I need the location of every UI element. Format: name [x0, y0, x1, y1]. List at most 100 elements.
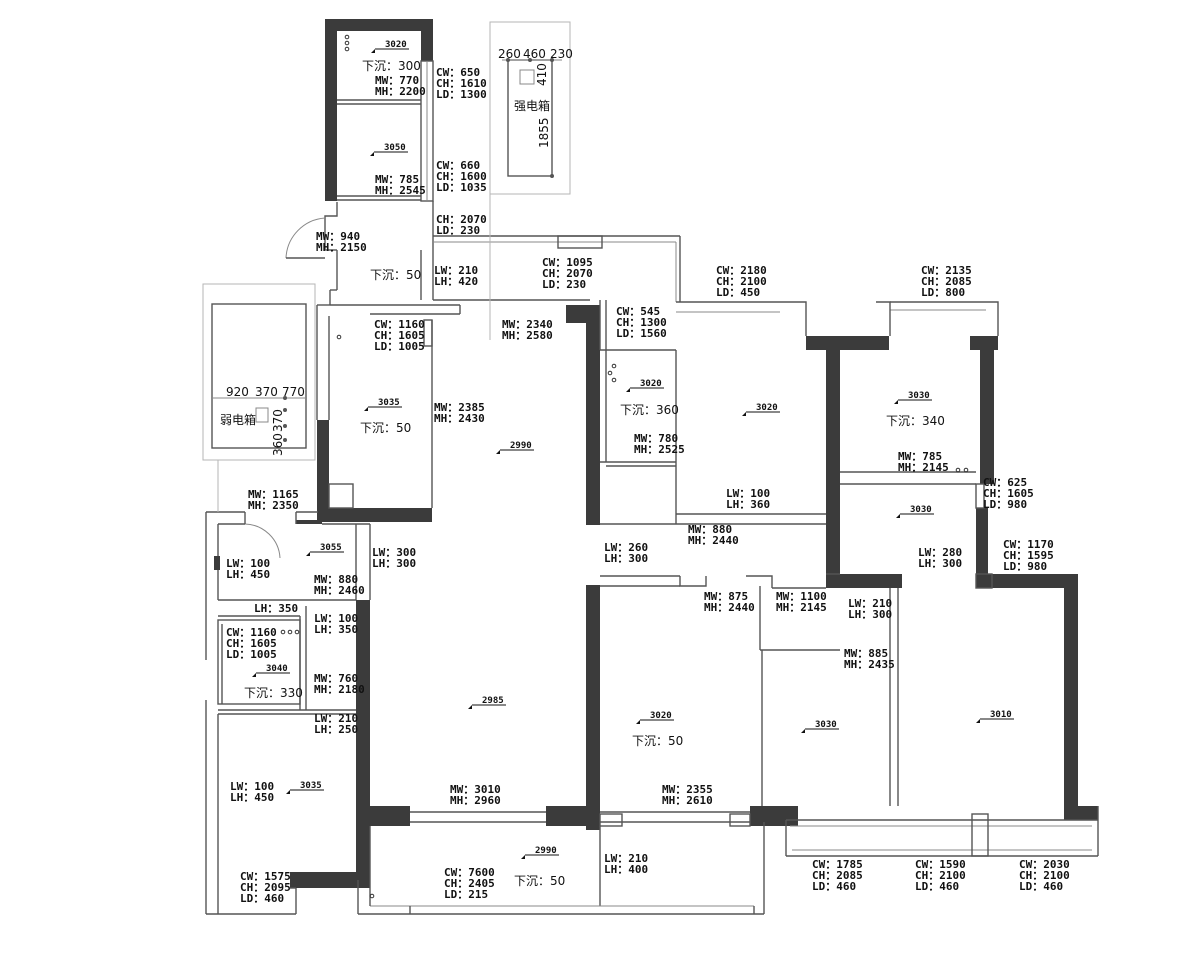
- annotation-line: LH：300: [604, 552, 648, 565]
- annotation-line: LD：230: [436, 224, 480, 237]
- annotation-line: LW：210: [434, 264, 478, 277]
- annotation-line: MW：1100: [776, 590, 827, 603]
- annotation-line: LW：100: [230, 780, 274, 793]
- annotation-line: CW：660: [436, 159, 480, 172]
- annotation-line: LD：980: [1003, 560, 1047, 573]
- annotation-line: LW：280: [918, 546, 962, 559]
- annotation-line: MW：760: [314, 672, 358, 685]
- wall: [421, 19, 433, 61]
- annotation-line: LH：350: [314, 623, 358, 636]
- partitions: [205, 60, 1099, 915]
- annotation-line: LD：460: [1019, 880, 1063, 893]
- annotation-line: CH：2100: [1019, 869, 1070, 882]
- ceiling-height-label: 3020: [756, 403, 778, 413]
- floor-sink-label: 下沉：50: [514, 874, 565, 888]
- annotation-note: 下沉：50: [370, 268, 421, 282]
- strong-electric-box: 260 460 230 410 1855 强电箱: [498, 47, 573, 148]
- ceiling-height-label: 3010: [990, 710, 1012, 720]
- annotation-line: MW：885: [844, 647, 888, 660]
- annotation-line: LW：100: [226, 557, 270, 570]
- floor-sink-label: 下沉：330: [244, 686, 303, 700]
- door-width-label: MW：785: [375, 173, 419, 186]
- level-marker-icon: [370, 152, 374, 156]
- annotation-line: CW：1575: [240, 870, 291, 883]
- annotation-line: CW：1170: [1003, 538, 1054, 551]
- annotation-line: LW：210: [848, 597, 892, 610]
- annotation-line: LH：350: [254, 602, 298, 615]
- annotation-line: MH：2580: [502, 329, 553, 342]
- floor-sink-label: 下沉：300: [362, 59, 421, 73]
- door-height-label: MH：2200: [375, 85, 426, 98]
- annotation-line: MW：2340: [502, 318, 553, 331]
- annotation-line: LD：230: [542, 278, 586, 291]
- weak-box-dim-3: 770: [282, 385, 305, 399]
- annotation-line: LW：210: [604, 852, 648, 865]
- wall: [976, 574, 1078, 588]
- ceiling-height-label: 3050: [384, 143, 406, 153]
- annotation-line: MW：785: [898, 450, 942, 463]
- annotation-line: CW：1160: [374, 318, 425, 331]
- annotation-line: LH：300: [918, 557, 962, 570]
- weak-box-label: 弱电箱: [220, 412, 256, 427]
- annotation-line: CW：1095: [542, 256, 593, 269]
- annotation-line: MH：2150: [316, 241, 367, 254]
- annotation-line: CW：545: [616, 305, 660, 318]
- annotation-line: MH：2145: [776, 601, 827, 614]
- annotation-line: MH：2180: [314, 683, 365, 696]
- ceiling-height-label: 3055: [320, 543, 342, 553]
- annotation-line: LD：800: [921, 286, 965, 299]
- wall: [290, 872, 370, 888]
- annotation-line: LD：450: [716, 286, 760, 299]
- annotation-line: MH：2350: [248, 499, 299, 512]
- annotation-line: MH：2960: [450, 794, 501, 807]
- strong-box-side-2: 1855: [537, 117, 551, 148]
- annotation-line: LW：210: [314, 712, 358, 725]
- ceiling-height-label: 3035: [378, 398, 400, 408]
- weak-electric-box: 920 370 770 360 370 弱电箱: [220, 385, 305, 456]
- level-marker-icon: [306, 552, 310, 556]
- wall: [586, 585, 600, 830]
- annotation-line: MW：3010: [450, 783, 501, 796]
- annotation-line: LH：400: [604, 863, 648, 876]
- annotation-line: CH：1605: [226, 637, 277, 650]
- annotations: CW：650CH：1610LD：1300CW：660CH：1600LD：1035…: [226, 66, 1070, 905]
- annotation-line: MW：940: [316, 230, 360, 243]
- annotation-line: CW：650: [436, 66, 480, 79]
- annotation-line: LD：460: [240, 892, 284, 905]
- level-marker-icon: [742, 412, 746, 416]
- annotation-line: LH：420: [434, 275, 478, 288]
- wall: [325, 19, 337, 201]
- weak-box-side-2: 370: [271, 409, 285, 432]
- door-height-label: MH：2545: [375, 184, 426, 197]
- annotation-line: MH：2440: [688, 534, 739, 547]
- floor-sink-label: 下沉：50: [632, 734, 683, 748]
- wall: [1064, 574, 1078, 816]
- ceiling-height-label: 3020: [385, 40, 407, 50]
- wall: [546, 806, 600, 826]
- floor-sink-label: 下沉：340: [886, 414, 945, 428]
- annotation-line: CW：7600: [444, 866, 495, 879]
- annotation-line: LD：1035: [436, 181, 487, 194]
- level-marker-icon: [894, 400, 898, 404]
- wall: [806, 336, 889, 350]
- strong-box-dim-1: 260: [498, 47, 521, 61]
